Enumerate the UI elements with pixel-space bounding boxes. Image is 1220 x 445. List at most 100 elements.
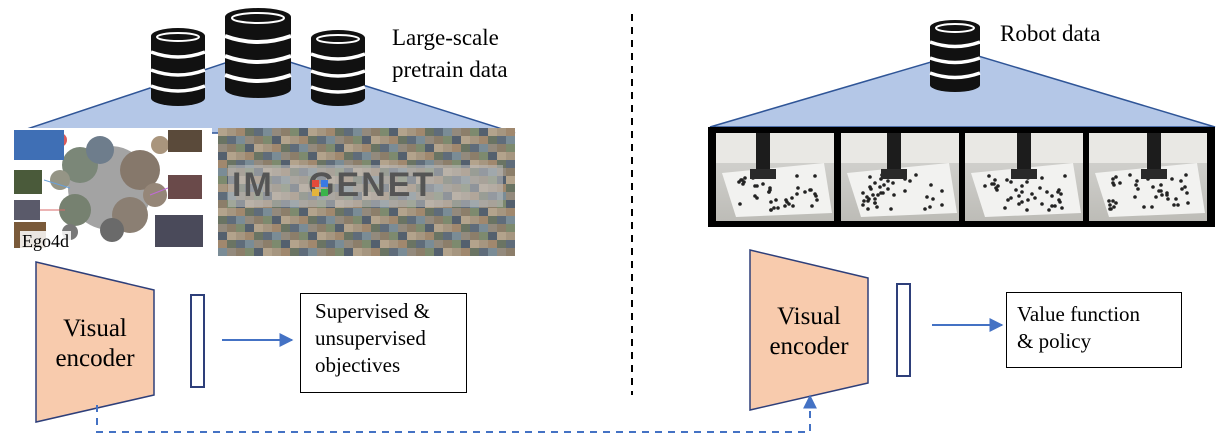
robot-frame-object (882, 183, 886, 187)
mosaic-tile (326, 224, 335, 232)
mosaic-tile (254, 160, 263, 168)
robot-gripper (1141, 169, 1167, 179)
mosaic-tile (425, 216, 434, 224)
mosaic-tile (335, 240, 344, 248)
mosaic-tile (218, 240, 227, 248)
mosaic-tile (443, 128, 452, 136)
mosaic-tile (218, 224, 227, 232)
robot-frame-object (876, 193, 880, 197)
mosaic-tile (308, 208, 317, 216)
mosaic-tile (308, 136, 317, 144)
mosaic-tile (326, 152, 335, 160)
mosaic-tile (218, 232, 227, 240)
left-encoder-line2: encoder (55, 345, 135, 372)
robot-frame-object (867, 197, 871, 201)
mosaic-tile (407, 144, 416, 152)
mosaic-tile (488, 208, 497, 216)
robot-frame-object (1020, 200, 1024, 204)
robot-frame-bin (971, 163, 1081, 217)
mosaic-tile (479, 216, 488, 224)
robot-frame-object (1009, 180, 1013, 184)
robot-frame-object (1186, 201, 1190, 205)
mosaic-tile (317, 208, 326, 216)
robot-frame-object (803, 190, 807, 194)
mosaic-tile (317, 144, 326, 152)
value-policy-line1: Value function (1017, 302, 1141, 326)
mosaic-tile (317, 216, 326, 224)
left-feature-vector (190, 294, 205, 388)
mosaic-tile (344, 240, 353, 248)
mosaic-tile (425, 144, 434, 152)
mosaic-tile (218, 152, 227, 160)
mosaic-tile (389, 208, 398, 216)
right-data-title: Robot data (1000, 21, 1101, 46)
mosaic-tile (299, 144, 308, 152)
mosaic-tile (245, 128, 254, 136)
mosaic-tile (434, 128, 443, 136)
mosaic-tile (506, 208, 515, 216)
mosaic-tile (218, 168, 227, 176)
mosaic-tile (272, 240, 281, 248)
mosaic-tile (398, 216, 407, 224)
robot-gripper (881, 169, 907, 179)
robot-gripper (1011, 169, 1037, 179)
mosaic-tile (416, 152, 425, 160)
mosaic-tile (362, 208, 371, 216)
mosaic-tile (344, 144, 353, 152)
right-encoder-line1: Visual (777, 303, 841, 330)
mosaic-tile (497, 128, 506, 136)
mosaic-tile (488, 152, 497, 160)
mosaic-tile (443, 208, 452, 216)
robot-frame-object (738, 202, 742, 206)
robot-frame-object (929, 183, 933, 187)
mosaic-tile (371, 232, 380, 240)
mosaic-tile (470, 160, 479, 168)
objectives-line2: unsupervised (315, 326, 426, 350)
robot-frame-object (741, 182, 745, 186)
mosaic-tile (506, 184, 515, 192)
mosaic-tile (299, 152, 308, 160)
mosaic-tile (326, 144, 335, 152)
mosaic-tile (506, 128, 515, 136)
mosaic-tile (299, 240, 308, 248)
mosaic-tile (398, 240, 407, 248)
mosaic-tile (308, 152, 317, 160)
mosaic-tile (371, 240, 380, 248)
mosaic-tile (344, 152, 353, 160)
imagenet-logo: IM GENET (232, 166, 436, 204)
mosaic-tile (263, 216, 272, 224)
mosaic-tile (218, 248, 227, 256)
mosaic-tile (398, 128, 407, 136)
mosaic-tile (272, 136, 281, 144)
mosaic-tile (470, 232, 479, 240)
mosaic-tile (272, 208, 281, 216)
value-policy-line2: & policy (1017, 329, 1092, 353)
mosaic-tile (290, 216, 299, 224)
robot-frame-object (903, 189, 907, 193)
mosaic-tile (236, 216, 245, 224)
mosaic-tile (254, 248, 263, 256)
database-icon (310, 30, 366, 106)
mosaic-tile (317, 128, 326, 136)
mosaic-tile (326, 240, 335, 248)
robot-frame-object (1179, 179, 1183, 183)
robot-frame-object (814, 194, 818, 198)
mosaic-tile (497, 248, 506, 256)
mosaic-tile (254, 208, 263, 216)
mosaic-tile (506, 216, 515, 224)
robot-frame-object (861, 191, 865, 195)
mosaic-tile (362, 216, 371, 224)
robot-frame-object (796, 186, 800, 190)
mosaic-tile (443, 248, 452, 256)
mosaic-tile (218, 160, 227, 168)
robot-frame-object (1020, 190, 1024, 194)
objectives-box: Supervised & unsupervised objectives (300, 293, 467, 393)
mosaic-tile (227, 152, 236, 160)
mosaic-tile (245, 208, 254, 216)
mosaic-tile (218, 192, 227, 200)
mosaic-tile (506, 192, 515, 200)
mosaic-tile (299, 136, 308, 144)
robot-frame-object (791, 204, 795, 208)
mosaic-tile (272, 128, 281, 136)
